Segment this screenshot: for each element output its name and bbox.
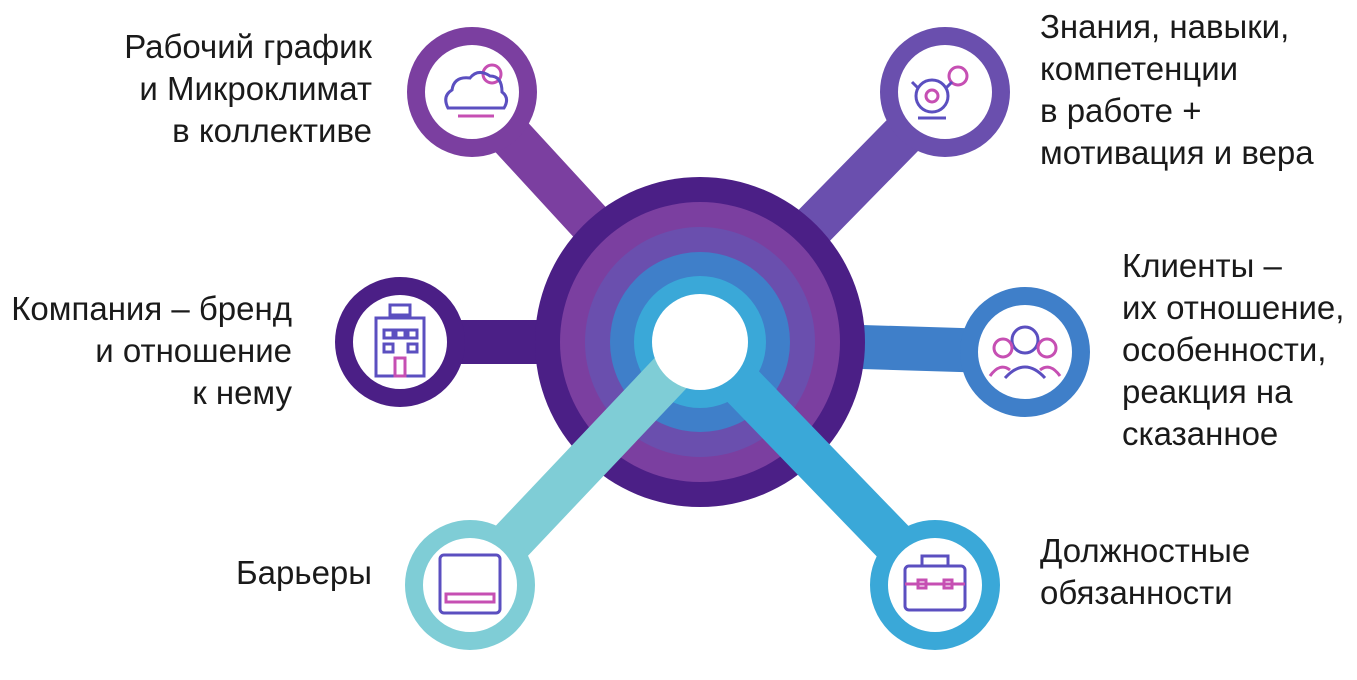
label-line: мотивация и вера <box>1040 134 1314 171</box>
node-ring-skills <box>880 27 1010 157</box>
label-line: Рабочий график <box>124 28 372 65</box>
label-line: Клиенты – <box>1122 247 1282 284</box>
briefcase-icon <box>903 554 967 612</box>
label-line: реакция на <box>1122 373 1293 410</box>
label-line: обязанности <box>1040 574 1233 611</box>
label-clients: Клиенты – их отношение, особенности, реа… <box>1122 245 1344 455</box>
building-icon <box>374 303 426 378</box>
label-line: их отношение, <box>1122 289 1345 326</box>
hub-center <box>652 294 748 390</box>
label-line: Компания – бренд <box>11 290 292 327</box>
label-skills: Знания, навыки, компетенции в работе + м… <box>1040 6 1314 174</box>
label-line: сказанное <box>1122 415 1279 452</box>
label-line: к нему <box>192 374 292 411</box>
label-line: и отношение <box>95 332 292 369</box>
node-barriers <box>405 520 535 650</box>
tablet-icon <box>438 553 502 615</box>
cloud-sun-icon <box>444 63 509 118</box>
node-clients <box>960 287 1090 417</box>
node-schedule <box>407 27 537 157</box>
label-line: Знания, навыки, <box>1040 8 1290 45</box>
node-ring-schedule <box>407 27 537 157</box>
label-line: в коллективе <box>172 112 372 149</box>
node-skills <box>880 27 1010 157</box>
node-ring-company <box>335 277 465 407</box>
node-ring-barriers <box>405 520 535 650</box>
label-line: и Микроклимат <box>139 70 372 107</box>
gears-icon <box>910 65 969 120</box>
label-duties: Должностные обязанности <box>1040 530 1250 614</box>
label-barriers: Барьеры <box>236 552 372 594</box>
node-duties <box>870 520 1000 650</box>
label-schedule: Рабочий график и Микроклимат в коллектив… <box>124 26 372 152</box>
label-line: особенности, <box>1122 331 1327 368</box>
label-line: Должностные <box>1040 532 1251 569</box>
people-group-icon <box>988 325 1062 380</box>
label-company: Компания – бренд и отношение к нему <box>11 288 292 414</box>
node-company <box>335 277 465 407</box>
label-line: в работе + <box>1040 92 1202 129</box>
label-line: Барьеры <box>236 554 372 591</box>
label-line: компетенции <box>1040 50 1239 87</box>
